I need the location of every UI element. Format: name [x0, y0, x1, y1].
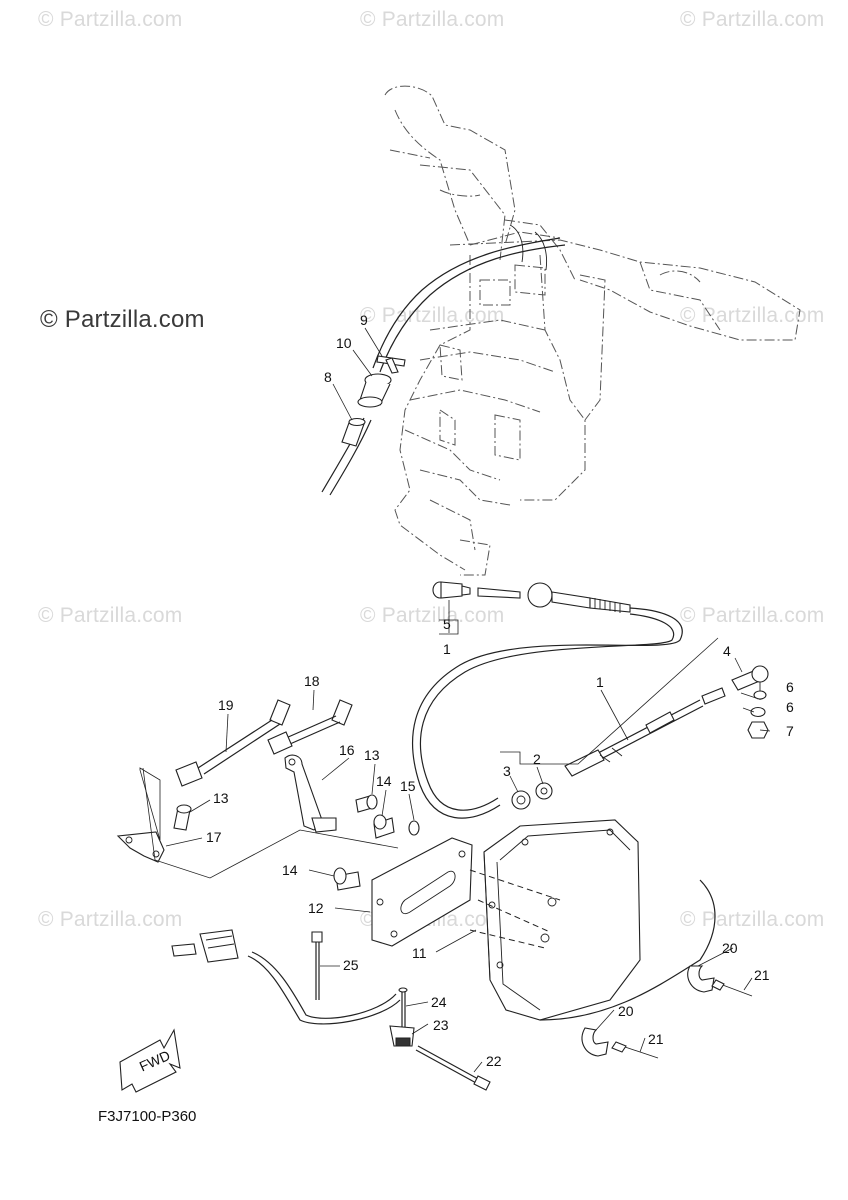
part-18-rod	[267, 699, 353, 755]
callout-17: 17	[206, 829, 222, 845]
callout-8: 8	[324, 369, 332, 385]
throttle-cable-upper	[321, 237, 566, 496]
steering-assembly-phantom	[384, 85, 801, 341]
callout-10: 10	[336, 335, 352, 351]
callout-16: 16	[339, 742, 355, 758]
callout-24: 24	[431, 994, 447, 1010]
callout-20b: 20	[618, 1003, 634, 1019]
callout-13a: 13	[364, 747, 380, 763]
part-15-washer	[408, 820, 420, 836]
callout-12: 12	[308, 900, 324, 916]
callout-1: 1	[596, 674, 604, 690]
part-4-ball-joint	[731, 665, 769, 700]
callout-19: 19	[218, 697, 234, 713]
watermark: © Partzilla.com	[360, 604, 505, 627]
callout-20a: 20	[722, 940, 738, 956]
part-10-grommet	[357, 373, 392, 408]
callout-9: 9	[360, 312, 368, 328]
part-1-throttle-cable	[411, 607, 726, 819]
watermark-strong: © Partzilla.com	[40, 306, 205, 333]
fwd-arrow-icon	[119, 1028, 181, 1093]
part-22-cable-tie	[415, 1045, 491, 1091]
callout-6a: 6	[786, 679, 794, 695]
callout-14a: 14	[376, 773, 392, 789]
watermark: © Partzilla.com	[680, 604, 825, 627]
callout-15: 15	[400, 778, 416, 794]
watermark: © Partzilla.com	[38, 8, 183, 31]
callout-3: 3	[503, 763, 511, 779]
part-20-clip	[581, 965, 715, 1057]
part-19-rod	[175, 699, 291, 787]
leader-lines	[139, 327, 771, 1073]
callout-5: 5	[443, 616, 451, 632]
callout-21a: 21	[754, 967, 770, 983]
watermark: © Partzilla.com	[360, 8, 505, 31]
part-25-cable-tie	[311, 931, 323, 1000]
part-12-plate	[371, 837, 473, 947]
callout-23: 23	[433, 1017, 449, 1033]
part-16-lever	[284, 754, 337, 833]
watermark: © Partzilla.com	[38, 908, 183, 931]
callout-7: 7	[786, 723, 794, 739]
callout-4: 4	[723, 643, 731, 659]
part-6-washer	[750, 690, 767, 718]
watermark: © Partzilla.com	[680, 8, 825, 31]
callout-11: 11	[412, 945, 427, 961]
callout-22: 22	[486, 1053, 502, 1069]
steering-column-phantom	[394, 254, 606, 576]
part-8-cable-joint	[341, 417, 366, 447]
watermark: © Partzilla.com	[680, 304, 825, 327]
part-23-holder	[389, 1025, 415, 1047]
callout-numbers: 9 10 8 5 1 1 4 6 6 7 2 3 19 18 16 13 13 …	[206, 312, 794, 1069]
watermark: © Partzilla.com	[38, 604, 183, 627]
callout-21b: 21	[648, 1031, 664, 1047]
part-7-nut	[747, 721, 769, 739]
part-13-screw	[173, 794, 378, 831]
callout-13b: 13	[213, 790, 229, 806]
callout-18: 18	[304, 673, 320, 689]
watermark: © Partzilla.com	[680, 908, 825, 931]
part-9-clamp	[376, 355, 406, 374]
diagram-reference-code: F3J7100-P360	[98, 1108, 197, 1125]
part-5-cable-end	[432, 581, 631, 613]
callout-25: 25	[343, 957, 359, 973]
callout-6b: 6	[786, 699, 794, 715]
part-11-housing	[469, 819, 641, 1021]
part-3-nut	[511, 790, 531, 810]
part-14-bolt	[333, 814, 395, 891]
callout-14b: 14	[282, 862, 298, 878]
callout-1a: 1	[443, 641, 451, 657]
part-17-bracket	[116, 831, 165, 863]
part-2-washer	[535, 782, 553, 800]
part-24-pin	[398, 987, 408, 1028]
part-21-pin	[611, 979, 753, 1059]
callout-2: 2	[533, 751, 541, 767]
